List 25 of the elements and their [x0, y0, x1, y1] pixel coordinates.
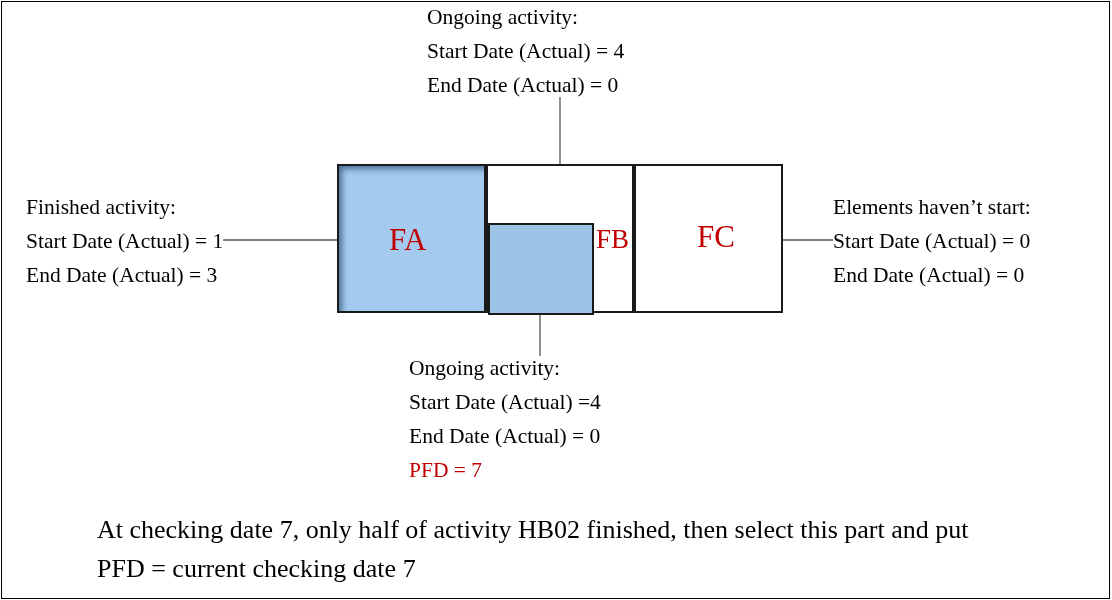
part-label: FA — [389, 224, 427, 255]
callout-heading: Ongoing activity: — [409, 355, 562, 382]
callout-text: Start Date (Actual) = 4 — [427, 38, 626, 65]
callout-text: End Date (Actual) = 3 — [26, 262, 219, 289]
part-label: FB — [596, 226, 630, 253]
callout-text: Start Date (Actual) = 0 — [833, 228, 1032, 255]
part-label: FC — [697, 221, 735, 252]
finished-part-box — [337, 164, 486, 313]
caption: At checking date 7, only half of activity HB02 finished, then select this part and put PFD = current checking date 7 — [97, 514, 970, 585]
leader-line — [559, 96, 561, 165]
callout-heading: Ongoing activity: — [427, 4, 580, 31]
callout-heading: Finished activity: — [26, 194, 177, 221]
ongoing-part-box — [486, 164, 634, 313]
callout-text: End Date (Actual) = 0 — [409, 423, 602, 450]
callout-heading: Elements haven’t start: — [833, 194, 1032, 221]
selected-half-box — [488, 223, 594, 315]
callout-text: PFD = 7 — [409, 457, 484, 484]
leader-line — [539, 314, 541, 357]
callout-text: Start Date (Actual) = 1 — [26, 228, 225, 255]
callout-text: End Date (Actual) = 0 — [427, 72, 620, 99]
leader-line — [782, 239, 834, 241]
leader-line — [222, 239, 338, 241]
callout-text: End Date (Actual) = 0 — [833, 262, 1026, 289]
callout-text: Start Date (Actual) =4 — [409, 389, 602, 416]
not-started-box — [634, 164, 783, 313]
